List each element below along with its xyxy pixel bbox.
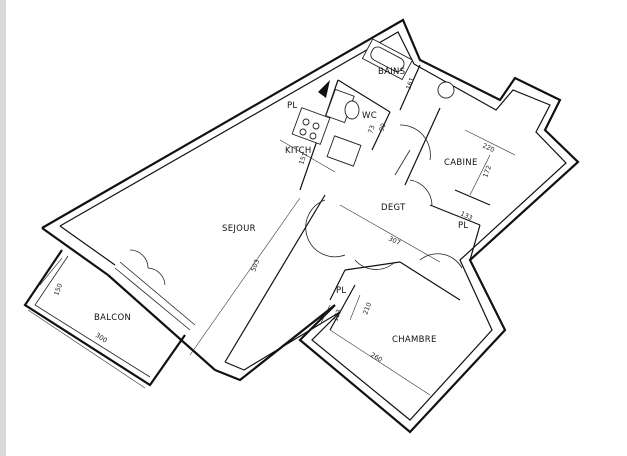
dim-label-cabine-h: 172	[481, 164, 493, 178]
cabine-south-partition	[429, 204, 481, 226]
exterior-walls	[41, 18, 580, 434]
dim-label-balcon-h: 150	[52, 282, 64, 296]
dim-label-balcon-w: 300	[94, 331, 109, 345]
duct-marker	[318, 80, 330, 98]
north-wall-inner	[59, 31, 567, 421]
chambre-a-dimension-line	[319, 304, 331, 326]
room-label-cabine: CABINE	[444, 158, 478, 168]
pl-cabine-east	[469, 224, 481, 261]
west-wall	[41, 227, 109, 276]
cabine-w-dimension-line	[464, 129, 516, 156]
balcony-rail	[23, 249, 186, 387]
degt-closet-rail	[394, 149, 411, 176]
balcony-door-left	[129, 249, 149, 269]
burner-4	[309, 132, 317, 140]
room-label-pl-cabine: PL	[458, 221, 468, 231]
balcony-door-right	[147, 267, 166, 286]
cabine-h-dimension-line	[469, 154, 491, 196]
fixtures	[291, 38, 455, 176]
balcony-window-inner	[119, 261, 196, 326]
sejour-dimension-line	[189, 197, 301, 356]
balcon-w-dimension-line	[27, 309, 146, 389]
bains-partition	[399, 64, 421, 111]
balcony-window	[114, 267, 191, 331]
room-label-pl-kitchen: PL	[287, 101, 297, 111]
washbasin	[437, 81, 455, 99]
cabine-door	[409, 179, 433, 206]
room-label-balcon: BALCON	[94, 313, 131, 323]
balcony	[23, 249, 196, 387]
dim-label-kitch: 151	[297, 151, 309, 165]
degt-dimension-line	[339, 204, 441, 263]
doors	[129, 124, 463, 286]
room-label-sejour: SEJOUR	[222, 224, 256, 234]
burner-1	[302, 118, 310, 126]
balcony-rail-inner	[34, 255, 151, 378]
chambre-door	[354, 259, 396, 270]
wc-lower-partition	[371, 111, 391, 151]
pl-cabine-partition	[454, 189, 491, 206]
cabine-west-partition	[404, 107, 441, 186]
room-label-degt: DEGT	[381, 203, 406, 213]
wc-seat	[344, 100, 360, 120]
dimension-lines	[27, 129, 516, 396]
wc-door	[399, 124, 431, 161]
pl-chambre-partition	[329, 269, 346, 301]
wc-partition	[337, 79, 391, 113]
north-wall	[41, 18, 580, 434]
kitch-dimension-line	[279, 139, 336, 173]
chambre-northeast-partition	[399, 261, 461, 301]
interior-partitions	[224, 64, 491, 363]
burner-3	[299, 128, 307, 136]
dim-label-wc-a: 73	[366, 124, 376, 135]
room-label-chambre: CHAMBRE	[392, 335, 437, 345]
hob	[291, 107, 331, 145]
room-label-bains: BAINS	[378, 67, 405, 77]
southwest-wall	[107, 274, 216, 371]
room-label-kitch: KITCH	[285, 146, 312, 156]
dim-label-wc-b: 90	[377, 122, 387, 133]
dim-label-sejour: 503	[249, 258, 261, 272]
burner-2	[312, 122, 320, 130]
room-label-wc: WC	[362, 111, 377, 121]
pl-chambre-west	[329, 284, 356, 331]
page-margin-strip	[0, 0, 6, 456]
sejour-east-partition	[224, 194, 326, 363]
west-wall-inner	[59, 225, 116, 266]
dim-label-chambre-b: 210	[361, 301, 373, 315]
chambre-b-dimension-line	[349, 294, 361, 321]
dim-label-chambre-a: 183	[331, 308, 343, 322]
dim-label-cabine-w: 220	[481, 142, 496, 155]
pl-door	[419, 253, 463, 269]
chambre-dimension-line	[329, 329, 431, 396]
sejour-door	[305, 199, 346, 258]
dim-label-chambre-w: 260	[369, 351, 384, 364]
bathtub-basin	[370, 46, 405, 72]
dim-label-bains: 161	[404, 76, 416, 90]
balcon-h-dimension-line	[39, 257, 63, 286]
room-label-pl-chambre: PL	[336, 286, 346, 296]
chambre-north-partition	[344, 261, 401, 271]
kitchen-sink	[326, 135, 362, 167]
dim-label-degt: 307	[387, 235, 402, 248]
